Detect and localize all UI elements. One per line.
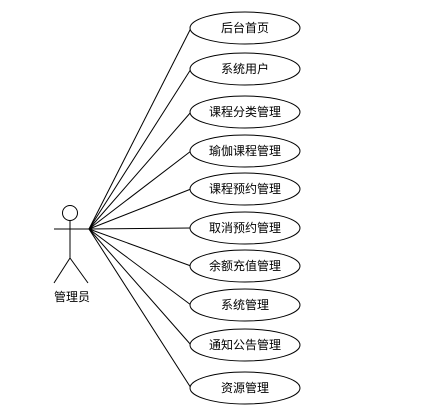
association-lines [88,27,192,389]
use-case-ellipse [189,328,301,362]
use-case-1: 后台首页 [189,11,301,45]
association-line-3 [88,111,192,230]
use-case-ellipse [189,172,301,206]
use-case-label: 余额充值管理 [209,258,281,273]
use-case-ellipse [189,249,301,283]
use-case-10: 资源管理 [189,371,301,405]
use-case-6: 取消预约管理 [189,211,301,245]
use-case-label: 课程预约管理 [209,181,281,196]
association-line-4 [88,150,192,230]
use-case-4: 瑜伽课程管理 [189,134,301,168]
use-case-ellipse [189,95,301,129]
association-line-10 [88,228,192,389]
actor-head [62,205,78,221]
use-case-2: 系统用户 [189,52,301,86]
use-case-ellipse [189,52,301,86]
use-case-label: 课程分类管理 [209,104,281,119]
association-line-9 [88,228,192,346]
use-case-label: 系统管理 [221,297,269,312]
use-case-9: 通知公告管理 [189,328,301,362]
association-line-6 [88,227,192,230]
use-case-8: 系统管理 [189,288,301,322]
use-case-label: 资源管理 [221,380,269,395]
use-case-ellipse [189,211,301,245]
association-line-7 [88,228,192,267]
use-case-list: 后台首页 系统用户 课程分类管理 瑜伽课程管理 课程预约管理 取消预约管理 余额… [189,11,301,405]
association-line-1 [88,27,192,230]
use-case-ellipse [189,11,301,45]
use-case-ellipse [189,288,301,322]
actor-left-leg [53,257,71,284]
use-case-7: 余额充值管理 [189,249,301,283]
association-line-2 [88,68,192,230]
use-case-label: 瑜伽课程管理 [209,143,281,158]
association-line-8 [88,228,192,306]
use-case-5: 课程预约管理 [189,172,301,206]
actor-administrator: 管理员 [53,205,90,304]
use-case-label: 后台首页 [221,20,269,35]
actor-label: 管理员 [54,289,90,304]
use-case-3: 课程分类管理 [189,95,301,129]
association-line-5 [88,188,192,230]
use-case-label: 通知公告管理 [209,337,281,352]
use-case-ellipse [189,371,301,405]
actor-right-leg [69,257,89,284]
use-case-label: 取消预约管理 [209,220,281,235]
use-case-label: 系统用户 [221,61,269,76]
use-case-ellipse [189,134,301,168]
